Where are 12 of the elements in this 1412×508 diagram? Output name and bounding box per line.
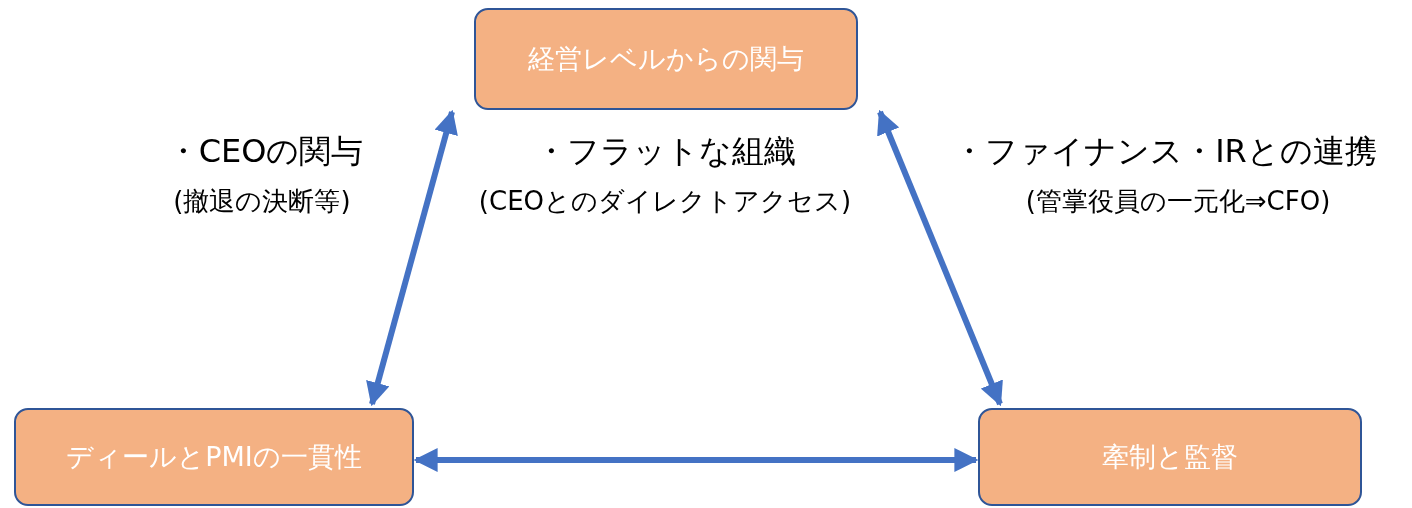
process-box: ディールとPMIの一貫性	[14, 408, 414, 506]
double-arrow	[877, 109, 1003, 407]
process-box: 牽制と監督	[978, 408, 1362, 506]
point-text: ・ファイナンス・IRとの連携	[953, 131, 1377, 172]
point-text: ・フラットな組織	[534, 131, 796, 172]
point-text: ・CEOの関与	[166, 131, 364, 172]
double-arrow	[366, 109, 458, 407]
process-box: 経営レベルからの関与	[474, 8, 858, 110]
note-text: (CEOとのダイレクトアクセス)	[478, 185, 852, 218]
note-text: (管掌役員の一元化⇒CFO)	[1025, 185, 1331, 218]
double-arrow	[413, 448, 979, 472]
note-text: (撤退の決断等)	[173, 185, 351, 218]
